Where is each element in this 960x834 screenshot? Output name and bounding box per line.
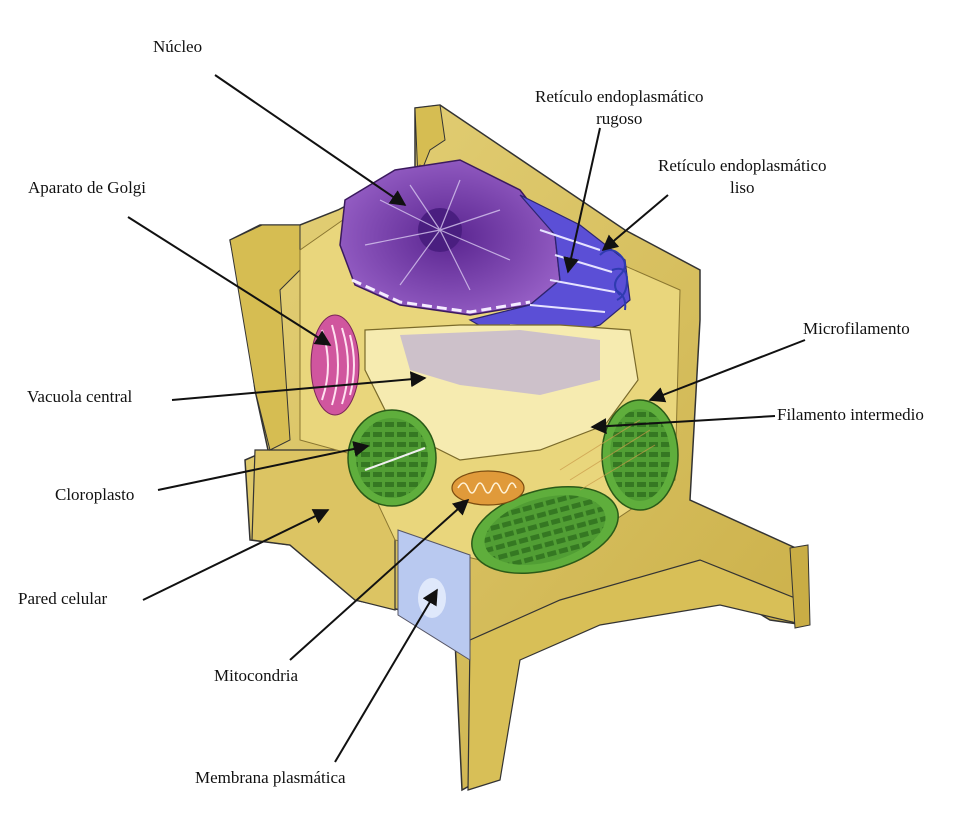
label-chloroplast: Cloroplasto bbox=[55, 484, 134, 506]
label-smooth-er-line1: Retículo endoplasmático bbox=[658, 155, 827, 177]
mitochondria bbox=[452, 471, 524, 505]
label-intermediate-filament: Filamento intermedio bbox=[777, 404, 924, 426]
arrow-cell-wall bbox=[143, 510, 328, 600]
label-rough-er-line1: Retículo endoplasmático bbox=[535, 86, 704, 108]
label-smooth-er: Retículo endoplasmático liso bbox=[658, 155, 827, 199]
chloroplast-left bbox=[348, 410, 436, 506]
label-mitochondria: Mitocondria bbox=[214, 665, 298, 687]
label-microfilament: Microfilamento bbox=[803, 318, 910, 340]
label-golgi: Aparato de Golgi bbox=[28, 177, 146, 199]
label-plasma-membrane: Membrana plasmática bbox=[195, 767, 346, 789]
label-rough-er-line2: rugoso bbox=[535, 108, 704, 130]
arrow-plasma-membrane bbox=[335, 590, 437, 762]
golgi-apparatus bbox=[311, 315, 359, 415]
label-nucleus: Núcleo bbox=[153, 36, 202, 58]
label-smooth-er-line2: liso bbox=[658, 177, 827, 199]
arrow-nucleus bbox=[215, 75, 405, 205]
label-rough-er: Retículo endoplasmático rugoso bbox=[535, 86, 704, 130]
label-central-vacuole: Vacuola central bbox=[27, 386, 132, 408]
label-cell-wall: Pared celular bbox=[18, 588, 107, 610]
chloroplast-right bbox=[602, 400, 678, 510]
